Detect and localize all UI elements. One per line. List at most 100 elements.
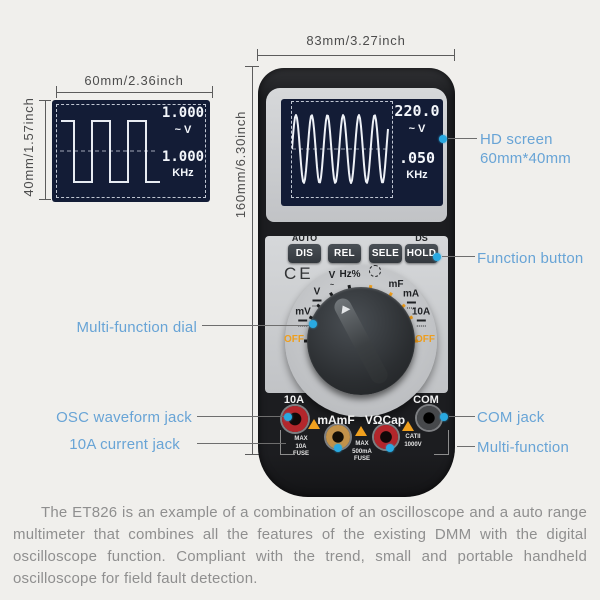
callout-line-com-jack — [449, 416, 475, 417]
callout-dot-hd-screen — [439, 135, 447, 143]
dial-mark-vac: V ~ — [328, 270, 336, 290]
screen-voltage-unit: ~ V — [408, 123, 426, 135]
dimension-line — [257, 55, 455, 56]
dc-icon — [406, 301, 416, 309]
device-readout: 220.0 ~ V .050 KHz — [393, 102, 441, 181]
dimension-tick — [39, 199, 51, 200]
diode-continuity-icon — [369, 265, 381, 277]
dial-mark-mf: mF — [389, 280, 404, 290]
inset-voltage-unit: ~ V — [174, 124, 192, 136]
callout-line-osc-jack — [197, 416, 286, 417]
callout-line-multi-function — [457, 446, 475, 447]
panel-bracket — [280, 454, 295, 455]
dial-mv-label: mV — [295, 306, 311, 318]
dial-mark-hz: Hz% — [339, 270, 360, 280]
dc-icon — [298, 319, 308, 327]
dial-mark-vdc: V — [312, 286, 322, 307]
dimension-tick — [454, 49, 455, 61]
sele-button[interactable]: SELE — [369, 244, 402, 263]
ce-mark: CE — [284, 264, 314, 283]
screen-bezel: 220.0 ~ V .050 KHz — [266, 88, 447, 222]
multimeter-device: 220.0 ~ V .050 KHz AUTO DS DIS REL SELE … — [258, 68, 455, 497]
10a-panel-label: 10A — [283, 394, 305, 406]
multi-function-dial-label: Multi-function dial — [76, 319, 197, 336]
auto-label: AUTO — [291, 233, 318, 243]
callout-line-current-jack — [197, 443, 286, 444]
warning-icon — [355, 426, 367, 436]
com-jack-label: COM jack — [477, 409, 545, 426]
dimension-line — [252, 66, 253, 455]
callout-dot-com-jack — [440, 413, 448, 421]
dial-mark-off-right: OFF — [415, 335, 435, 345]
dial-vac-label: V — [328, 270, 336, 281]
ds-label: DS — [415, 233, 428, 243]
multi-function-label: Multi-function — [477, 439, 570, 456]
dimension-tick — [257, 49, 258, 61]
dial-10a-label: 10A — [411, 306, 431, 318]
dc-icon — [416, 319, 426, 327]
dial-knob[interactable] — [307, 287, 415, 395]
com-panel-label: COM — [413, 394, 439, 406]
off-label: OFF — [415, 334, 435, 345]
callout-dot-function-button — [433, 253, 441, 261]
inset-readout: 1.000 ~ V 1.000 KHz — [159, 105, 207, 179]
callout-dot-multi-function — [386, 444, 394, 452]
inset-voltage-value: 1.000 — [161, 105, 205, 121]
dial-mark-mode — [369, 265, 381, 277]
inset-frequency-unit: KHz — [172, 167, 194, 179]
rel-button[interactable]: REL — [328, 244, 361, 263]
hold-button[interactable]: HOLD — [405, 244, 438, 263]
panel-bracket — [448, 430, 449, 454]
dimension-device-height: 160mm/6.30inch — [233, 110, 248, 219]
description-paragraph: The ET826 is an example of a combination… — [13, 504, 587, 587]
dial-pointer — [331, 295, 391, 387]
dial-vdc-label: V — [313, 286, 321, 298]
dimension-tick — [245, 454, 259, 455]
callout-line-dial — [202, 325, 310, 326]
dimension-screen-width: 60mm/2.36inch — [84, 73, 184, 88]
waveform-frame — [291, 101, 393, 198]
dimension-tick — [245, 66, 259, 67]
dis-button[interactable]: DIS — [288, 244, 321, 263]
inset-screen: 1.000 ~ V 1.000 KHz — [52, 100, 210, 202]
hd-screen-label: HD screen 60mm*40mm — [480, 131, 571, 167]
dial-mark-ma: mA — [402, 288, 420, 309]
dial-mark-mv: mV — [295, 306, 311, 327]
callout-dot-current-jack — [334, 444, 342, 452]
screen-frequency-value: .050 — [398, 149, 436, 167]
dimension-line — [45, 100, 46, 200]
dial-hz-label: Hz% — [339, 269, 361, 280]
panel-bracket — [280, 430, 281, 454]
function-button-label: Function button — [477, 250, 584, 267]
inset-frequency-value: 1.000 — [161, 149, 205, 165]
10a-current-jack-label: 10A current jack — [69, 436, 180, 453]
dimension-tick — [56, 86, 57, 98]
dimension-line — [56, 92, 213, 93]
warning-icon — [402, 421, 414, 431]
dial-mark-10a: 10A — [411, 306, 431, 327]
dial-mark-off-left: OFF — [284, 335, 304, 345]
dimension-device-width: 83mm/3.27inch — [306, 33, 406, 48]
callout-line-function-button — [442, 256, 475, 257]
screen-voltage-value: 220.0 — [394, 102, 440, 120]
com-jack-socket[interactable] — [417, 406, 441, 430]
cat-rating-text: CATII 1000V — [404, 434, 422, 448]
warning-icon — [308, 419, 320, 429]
max-10a-text: MAX 10A FUSE — [292, 436, 309, 457]
callout-dot-osc-jack — [284, 413, 292, 421]
screen-frequency-unit: KHz — [406, 169, 428, 181]
mamf-label: mAmF — [317, 413, 355, 427]
osc-waveform-jack-label: OSC waveform jack — [56, 409, 192, 426]
screen-dashed-border — [56, 104, 206, 198]
device-screen: 220.0 ~ V .050 KHz — [281, 99, 443, 206]
off-label: OFF — [284, 334, 304, 345]
sine-wave — [292, 114, 390, 184]
dimension-tick — [39, 100, 51, 101]
dial-ma-label: mA — [402, 288, 420, 300]
dial-mf-label: mF — [388, 279, 404, 290]
max-500ma-text: MAX 500mA FUSE — [352, 441, 372, 462]
callout-line-hd-screen — [448, 138, 477, 139]
square-wave — [60, 120, 160, 183]
dc-icon — [312, 299, 322, 307]
